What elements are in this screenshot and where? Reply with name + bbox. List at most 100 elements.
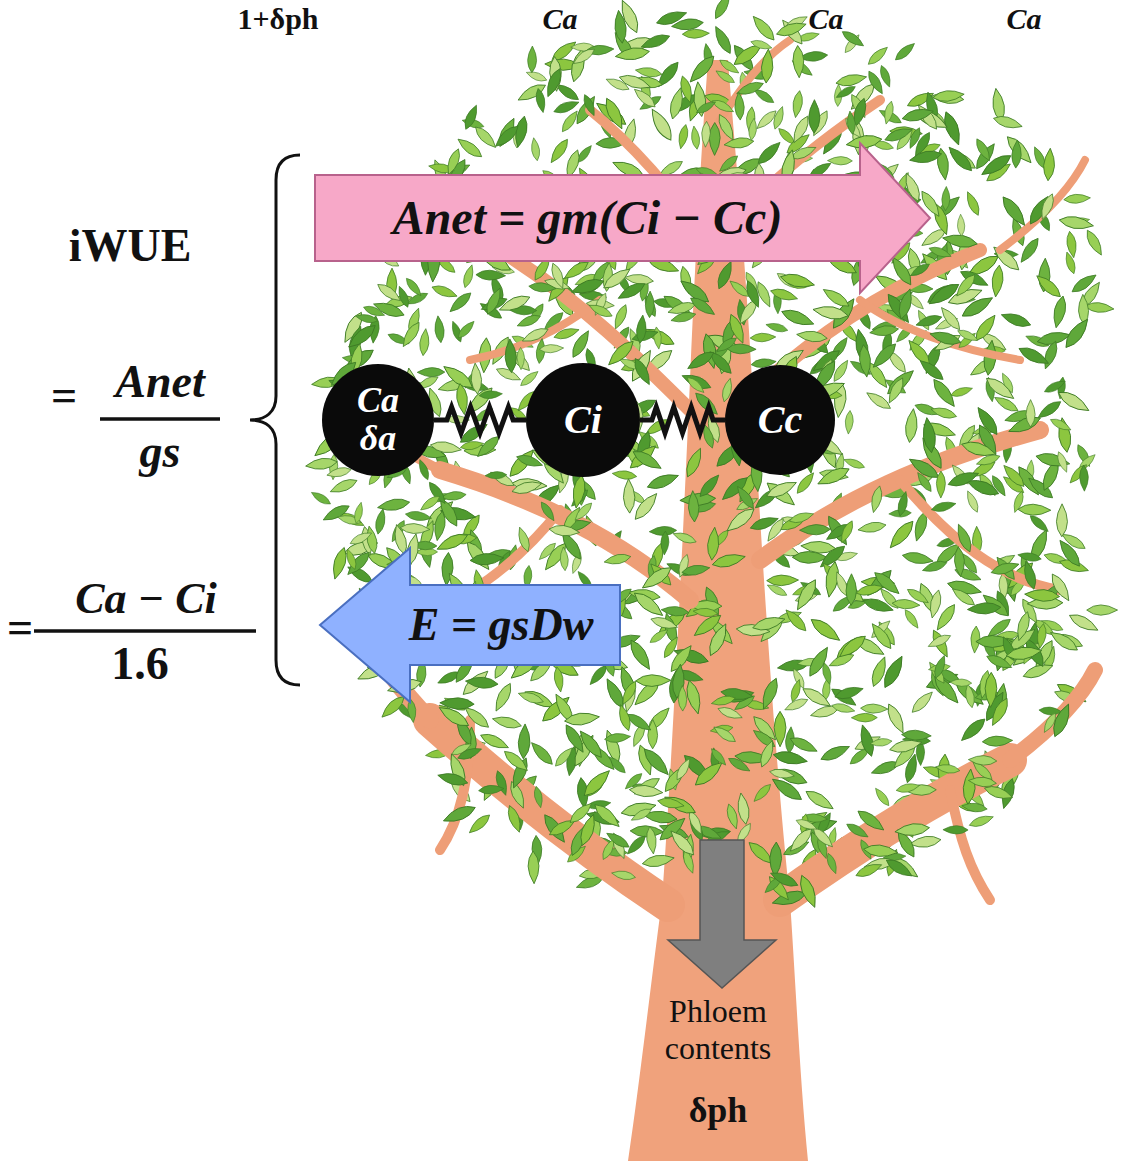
leaf [833,684,864,702]
leaf [465,676,499,690]
leaf [1051,295,1069,329]
curly-brace [250,155,300,685]
formula-fragment: Ca [542,2,577,37]
leaf [864,389,893,412]
leaf [672,530,698,546]
leaf [710,97,735,115]
leaf [587,301,614,319]
leaf [992,113,1023,131]
leaf [470,363,483,395]
leaf [374,508,388,535]
leaf [748,118,758,141]
leaf [1014,610,1032,642]
leaf [743,279,763,309]
leaf [1063,193,1090,204]
leaf [711,723,737,745]
leaf [799,524,830,535]
leaf [884,856,915,880]
leaf [695,99,718,116]
leaf [611,869,636,881]
leaf [760,49,774,84]
leaf [792,577,820,613]
fraction-numerator: Anet [115,356,204,409]
leaf [869,340,899,371]
leaf [723,504,757,535]
leaf [796,873,820,909]
leaf [764,478,798,502]
leaf [591,801,623,831]
leaf [968,776,997,788]
leaf [790,114,813,145]
leaf [629,784,663,798]
leaf [1011,490,1025,514]
leaf [518,724,531,759]
leaf [800,684,833,710]
leaf [865,69,886,96]
leaf [774,711,786,746]
leaf [682,29,709,39]
leaf [709,122,720,155]
equals-sign: = [51,370,77,423]
leaf [534,88,547,114]
leaf [539,344,564,353]
leaf [436,770,469,788]
fraction-bar [34,629,256,633]
leaf [736,792,752,825]
leaf [1033,272,1064,301]
formula-fragment: Ca [1006,2,1041,37]
leaf [641,853,675,869]
leaf [930,499,957,513]
leaf [553,666,565,692]
leaf [869,485,884,514]
leaf [865,44,890,67]
leaf [905,586,930,606]
leaf [990,265,1004,298]
leaf [683,446,706,479]
leaf [492,123,521,150]
leaf [805,644,832,679]
leaf [769,767,795,780]
leaf [1005,645,1042,662]
leaf [941,186,950,211]
leaf [964,489,981,514]
leaf [909,261,932,279]
leaf [787,825,816,855]
leaf [571,46,597,67]
leaf [553,325,581,341]
leaf [883,125,914,145]
leaf [631,490,661,523]
leaf [868,621,895,652]
leaf [520,325,550,345]
leaf [835,72,868,89]
leaf [896,287,915,320]
equals-sign: = [7,602,33,655]
leaf [967,602,1001,615]
leaf [571,474,588,509]
leaf [432,510,447,541]
leaf [895,781,920,794]
formula-fragment: Ca [808,2,843,37]
leaf [1017,344,1051,369]
leaf [447,289,474,315]
leaf [549,524,581,538]
leaf [769,869,800,890]
leaf [612,469,638,480]
leaf [928,329,962,348]
leaf [636,674,671,686]
leaf [615,46,651,62]
leaf [527,46,536,73]
equation-text: Anet = gm(Ci − Cc) [393,190,783,245]
ambient-co2-circle: Caδa [322,364,434,476]
leaf [504,339,517,373]
leaf [661,635,681,660]
leaf [779,271,816,291]
leaf [884,702,908,736]
leaf [440,697,475,710]
leaf [783,607,810,634]
leaf [604,830,631,851]
leaf [711,24,735,56]
leaf [476,270,506,281]
leaf [792,45,804,78]
leaf [505,804,524,834]
leaf [647,106,676,143]
